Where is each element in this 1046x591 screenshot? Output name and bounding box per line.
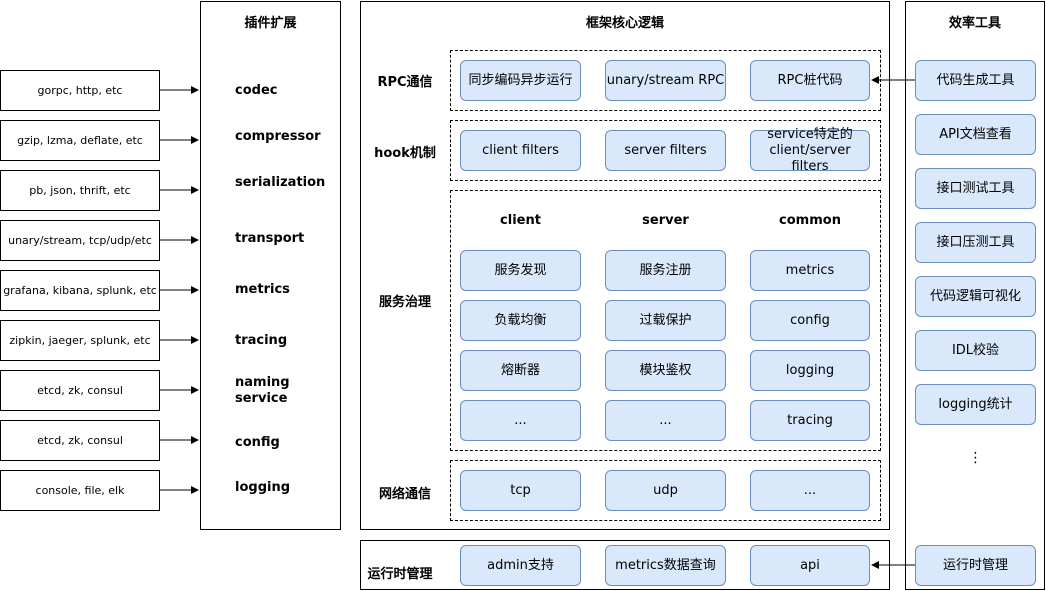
plugin-transport: transport [235, 231, 305, 246]
network-box-udp: udp [605, 470, 726, 511]
source-box-compressor: gzip, lzma, deflate, etc [0, 120, 160, 161]
plugin-logging: logging [235, 480, 291, 495]
source-box-metrics: grafana, kibana, splunk, etc [0, 270, 160, 311]
tool-box-logging-stats: logging统计 [915, 384, 1036, 425]
tool-box-visualize: 代码逻辑可视化 [915, 276, 1036, 317]
tool-box-load-test: 接口压测工具 [915, 222, 1036, 263]
plugin-serialization: serialization [235, 175, 326, 190]
governance-header-common: common [779, 213, 841, 228]
governance-group [450, 190, 881, 451]
plugin-codec: codec [235, 83, 278, 98]
common-box-logging: logging [750, 350, 870, 391]
common-box-tracing: tracing [750, 400, 870, 441]
tool-box-runtime: 运行时管理 [915, 545, 1036, 586]
client-box-loadbalance: 负载均衡 [460, 300, 581, 341]
runtime-label: 运行时管理 [367, 566, 433, 582]
server-box-auth: 模块鉴权 [605, 350, 726, 391]
server-box-register: 服务注册 [605, 250, 726, 291]
governance-header-server: server [642, 213, 689, 228]
network-box-tcp: tcp [460, 470, 581, 511]
rpc-label: RPC通信 [377, 74, 433, 90]
client-box-more: ... [460, 400, 581, 441]
hook-label: hook机制 [374, 145, 436, 161]
common-box-config: config [750, 300, 870, 341]
plugin-panel-title: 插件扩展 [244, 16, 297, 31]
server-box-overload: 过载保护 [605, 300, 726, 341]
plugin-panel [200, 1, 341, 530]
governance-header-client: client [500, 213, 541, 228]
core-panel-title: 框架核心逻辑 [585, 16, 664, 31]
rpc-box-sync-encode: 同步编码异步运行 [460, 60, 581, 101]
plugin-metrics: metrics [235, 282, 290, 297]
network-label: 网络通信 [378, 486, 431, 502]
tools-ellipsis: ⋮ [968, 450, 983, 466]
network-group [450, 460, 881, 521]
tool-box-api-test: 接口测试工具 [915, 168, 1036, 209]
tool-box-codegen: 代码生成工具 [915, 60, 1036, 101]
client-box-circuit-breaker: 熔断器 [460, 350, 581, 391]
plugin-naming-service: naming service [235, 375, 290, 406]
hook-box-server-filters: server filters [605, 130, 726, 171]
runtime-box-admin: admin支持 [460, 545, 581, 586]
rpc-box-stub: RPC桩代码 [750, 60, 870, 101]
network-box-more: ... [750, 470, 870, 511]
rpc-box-unary-stream: unary/stream RPC [605, 60, 726, 101]
tool-box-idl-check: IDL校验 [915, 330, 1036, 371]
runtime-box-api: api [750, 545, 870, 586]
hook-box-client-filters: client filters [460, 130, 581, 171]
common-box-metrics: metrics [750, 250, 870, 291]
source-box-config: etcd, zk, consul [0, 420, 160, 461]
runtime-box-metrics-query: metrics数据查询 [605, 545, 726, 586]
plugin-config: config [235, 435, 280, 450]
server-box-more: ... [605, 400, 726, 441]
plugin-tracing: tracing [235, 333, 288, 348]
source-box-codec: gorpc, http, etc [0, 70, 160, 111]
hook-group [450, 120, 881, 181]
source-box-naming: etcd, zk, consul [0, 370, 160, 411]
tool-box-api-docs: API文档查看 [915, 114, 1036, 155]
tools-panel-title: 效率工具 [948, 16, 1001, 31]
plugin-compressor: compressor [235, 129, 321, 144]
client-box-discovery: 服务发现 [460, 250, 581, 291]
source-box-tracing: zipkin, jaeger, splunk, etc [0, 320, 160, 361]
governance-label: 服务治理 [378, 294, 431, 310]
hook-box-service-filters: service特定的 client/server filters [750, 127, 870, 174]
source-box-logging: console, file, elk [0, 470, 160, 511]
source-box-serialization: pb, json, thrift, etc [0, 170, 160, 211]
source-box-transport: unary/stream, tcp/udp/etc [0, 220, 160, 261]
